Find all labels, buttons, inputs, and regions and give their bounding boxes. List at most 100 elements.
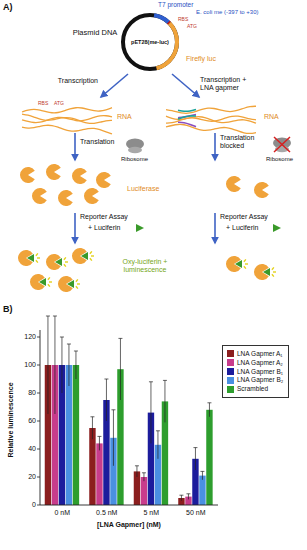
process-arrow xyxy=(214,133,216,160)
legend-swatch xyxy=(227,368,234,375)
gene-label: Firefly luc xyxy=(186,55,216,63)
axis-tick xyxy=(37,365,40,366)
bar xyxy=(199,476,205,505)
error-bar xyxy=(118,338,122,400)
light-ray xyxy=(91,255,94,256)
legend-swatch xyxy=(227,350,234,357)
light-ray xyxy=(244,259,246,261)
rna-label: RNA xyxy=(117,113,132,121)
panel-letter: A) xyxy=(3,2,13,12)
legend-label: LNA Gapmer A₁ xyxy=(237,350,283,358)
light-ray xyxy=(48,284,50,286)
luciferase-icon xyxy=(32,188,47,204)
luciferin-icon xyxy=(27,254,34,262)
tick-label: 0 nM xyxy=(42,509,82,517)
luciferin-icon xyxy=(39,278,46,286)
light-ray xyxy=(64,257,66,259)
axis-title: [LNA Gapmer] (nM) xyxy=(49,521,209,529)
rna-strand xyxy=(166,106,256,113)
luciferin-icon xyxy=(81,252,88,260)
bar xyxy=(206,410,212,505)
rna-strand xyxy=(22,114,112,123)
error-bar xyxy=(207,403,211,417)
legend-label: Scrambled xyxy=(237,385,268,393)
luciferin-icon xyxy=(263,268,270,276)
process-arrow xyxy=(101,74,128,97)
step-label: Transcription xyxy=(44,77,98,85)
error-bar xyxy=(67,344,71,386)
legend-swatch xyxy=(227,377,234,384)
rna-strand xyxy=(166,124,256,133)
promoter-label: T7 promoter xyxy=(158,1,193,8)
luciferin-icon xyxy=(136,224,144,232)
protein-label: Luciferase xyxy=(127,185,159,193)
process-arrow xyxy=(74,133,76,160)
block-cross xyxy=(274,137,290,152)
error-bar xyxy=(186,494,190,500)
ribosome-label: Ribosome xyxy=(121,156,148,163)
tick-label: 5 nM xyxy=(131,509,171,517)
promoter-segment xyxy=(154,13,170,23)
plasmid-label: Plasmid DNA xyxy=(72,29,118,38)
luciferase-icon xyxy=(72,168,87,184)
lna-gapmer xyxy=(178,122,196,126)
light-ray xyxy=(76,286,78,288)
rna-strand xyxy=(22,125,112,134)
luciferin-icon xyxy=(273,224,281,232)
legend-label: LNA Gapmer A₂ xyxy=(237,359,283,367)
light-ray xyxy=(36,260,38,262)
error-bar xyxy=(90,417,94,439)
error-bar xyxy=(179,495,183,501)
step-label: Translation blocked xyxy=(220,134,264,150)
plasmid-name: pET28(me-luc) xyxy=(131,39,169,45)
process-arrow xyxy=(74,213,76,243)
luciferase-icon xyxy=(20,167,35,183)
error-bar xyxy=(74,351,78,379)
error-bar xyxy=(200,471,204,479)
luciferase-icon xyxy=(96,172,111,188)
luciferase-icon xyxy=(84,188,99,204)
light-ray xyxy=(36,253,38,255)
axis-line xyxy=(40,330,218,505)
axis-tick xyxy=(37,337,40,338)
error-bar xyxy=(149,382,153,444)
legend-entry: LNA Gapmer A₁ xyxy=(227,350,283,358)
light-ray xyxy=(65,261,68,262)
light-ray xyxy=(90,251,92,253)
axis-tick xyxy=(37,505,40,506)
rna-strand xyxy=(22,108,112,113)
luciferin-icon xyxy=(55,258,62,266)
tick-label: 50 nM xyxy=(176,509,216,517)
light-ray xyxy=(76,279,78,281)
error-bar xyxy=(135,466,139,477)
reagent-label: + Luciferin xyxy=(88,224,121,232)
light-ray xyxy=(64,264,66,266)
error-bar xyxy=(193,448,197,470)
legend-box: LNA Gapmer A₁LNA Gapmer A₂LNA Gapmer B₁L… xyxy=(222,345,289,398)
luciferase-icon xyxy=(254,182,269,198)
luciferin-icon xyxy=(67,280,74,288)
tick-label: 60 xyxy=(14,417,36,425)
product-label: Oxy-luciferin + luminescence xyxy=(116,258,174,274)
error-bar xyxy=(111,410,115,466)
light-ray xyxy=(273,271,276,272)
legend-entry: Scrambled xyxy=(227,385,283,393)
rbs-label: RBS xyxy=(178,17,188,23)
error-bar xyxy=(156,431,160,459)
axis-tick xyxy=(37,477,40,478)
tick-label: 80 xyxy=(14,389,36,397)
luciferin-icon xyxy=(235,260,242,268)
axis-title: Relative luminescence xyxy=(7,382,15,457)
light-ray xyxy=(49,281,52,282)
process-arrow xyxy=(172,74,199,97)
luciferase-icon xyxy=(58,190,73,206)
error-bar xyxy=(53,316,57,414)
ribosome-icon xyxy=(128,147,142,153)
tick-label: 0.5 nM xyxy=(87,509,127,517)
legend-label: LNA Gapmer B₂ xyxy=(237,376,283,384)
tick-label: 120 xyxy=(14,333,36,341)
ribosome-label: Ribosome xyxy=(266,156,293,163)
process-arrow xyxy=(214,213,216,243)
